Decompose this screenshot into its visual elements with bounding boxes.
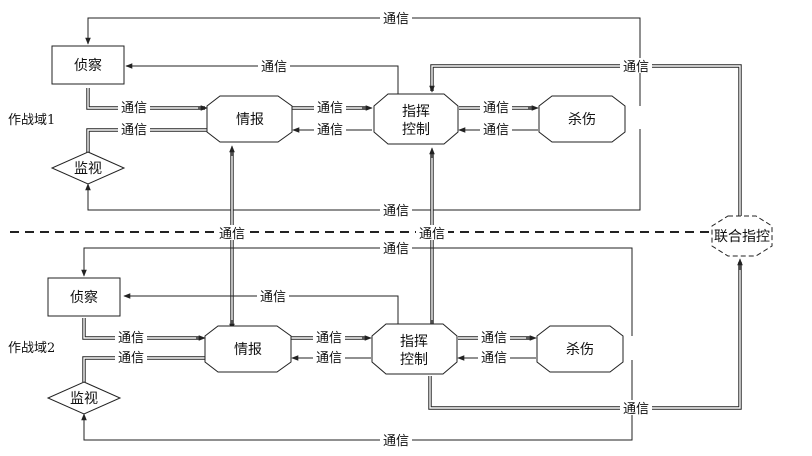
joint-command-node: [711, 215, 773, 257]
command-cross-comm-label: 通信: [419, 227, 445, 242]
d1-right-comm-label: 通信: [623, 60, 649, 75]
domain-1: 侦察 监视 情报 指挥 控制 杀伤 作战域1 通信 通信 通信 通信 通信 通信…: [8, 10, 743, 230]
d1-top-comm-line: [85, 17, 641, 106]
d1-intel-cmd-label: 通信: [317, 101, 343, 116]
d2-cmd-kill-label: 通信: [481, 331, 507, 346]
d2-domain-label: 作战域2: [8, 341, 55, 356]
d2-kill-node: [536, 325, 624, 373]
d2-recon-comm-label: 通信: [260, 290, 286, 305]
d2-kill-label: 杀伤: [566, 342, 594, 358]
d2-intel-cmd-label: 通信: [316, 331, 342, 346]
d2-monitor-intel-label: 通信: [118, 351, 144, 366]
d2-command-label-2: 控制: [400, 352, 428, 368]
d1-command-label-2: 控制: [402, 122, 430, 138]
d1-command-node: [373, 93, 459, 145]
d1-bottom-comm-label: 通信: [383, 204, 409, 219]
d1-intel-node: [206, 95, 293, 143]
d2-top-comm-label: 通信: [383, 242, 409, 257]
d2-monitor-label: 监视: [70, 391, 98, 407]
d1-intel-to-monitor-double: [86, 128, 207, 153]
d2-recon-to-intel-double: [82, 318, 206, 341]
d1-kill-cmd-label: 通信: [483, 123, 509, 138]
d1-kill-node: [538, 95, 626, 143]
d2-bottom-comm-label: 通信: [383, 434, 409, 449]
d1-recon-to-intel-double: [86, 88, 208, 111]
d2-command-label-1: 指挥: [400, 334, 428, 350]
d2-top-comm-line: [81, 247, 633, 336]
d1-kill-label: 杀伤: [568, 112, 596, 128]
d1-command-label-1: 指挥: [402, 104, 430, 120]
d2-intel-node: [204, 325, 292, 373]
d1-cmd-to-recon-line: [125, 63, 399, 95]
d2-intel-to-monitor-double: [82, 356, 205, 382]
d1-monitor-intel-label: 通信: [121, 123, 147, 138]
d1-top-comm-label: 通信: [383, 12, 409, 27]
d1-monitor-label: 监视: [74, 161, 102, 177]
d1-recon-label: 侦察: [74, 57, 102, 74]
d1-recon-comm-label: 通信: [261, 60, 287, 75]
d2-cmd-to-joint-double: [428, 258, 743, 410]
d1-intel-label: 情报: [236, 112, 264, 128]
d1-domain-label: 作战域1: [8, 113, 55, 128]
d2-recon-intel-label: 通信: [118, 331, 144, 346]
d2-recon-label: 侦察: [70, 289, 98, 306]
d2-monitor-diamond: [46, 381, 122, 415]
d2-recon-box: [47, 277, 121, 317]
d1-bottom-comm-line: [85, 129, 641, 211]
d2-right-comm-label: 通信: [623, 402, 649, 417]
d1-monitor-diamond: [50, 151, 126, 185]
d1-recon-box: [51, 45, 125, 85]
domain-2: 侦察 监视 情报 指挥 控制 杀伤 作战域2 通信 通信 通信 通信 通信 通信…: [8, 240, 743, 449]
d1-recon-intel-label: 通信: [121, 101, 147, 116]
d2-intel-label: 情报: [234, 342, 262, 358]
d1-cmd-intel-label: 通信: [317, 123, 343, 138]
d2-command-node: [371, 323, 458, 375]
d1-kill-to-cmd-double: [429, 64, 743, 230]
d2-kill-cmd-label: 通信: [481, 351, 507, 366]
d1-cmd-kill-label: 通信: [483, 101, 509, 116]
intel-cross-comm-label: 通信: [219, 227, 245, 242]
d2-cmd-to-recon-line: [123, 293, 399, 326]
d2-cmd-intel-label: 通信: [316, 351, 342, 366]
joint-command-label: 联合指控: [714, 229, 770, 245]
